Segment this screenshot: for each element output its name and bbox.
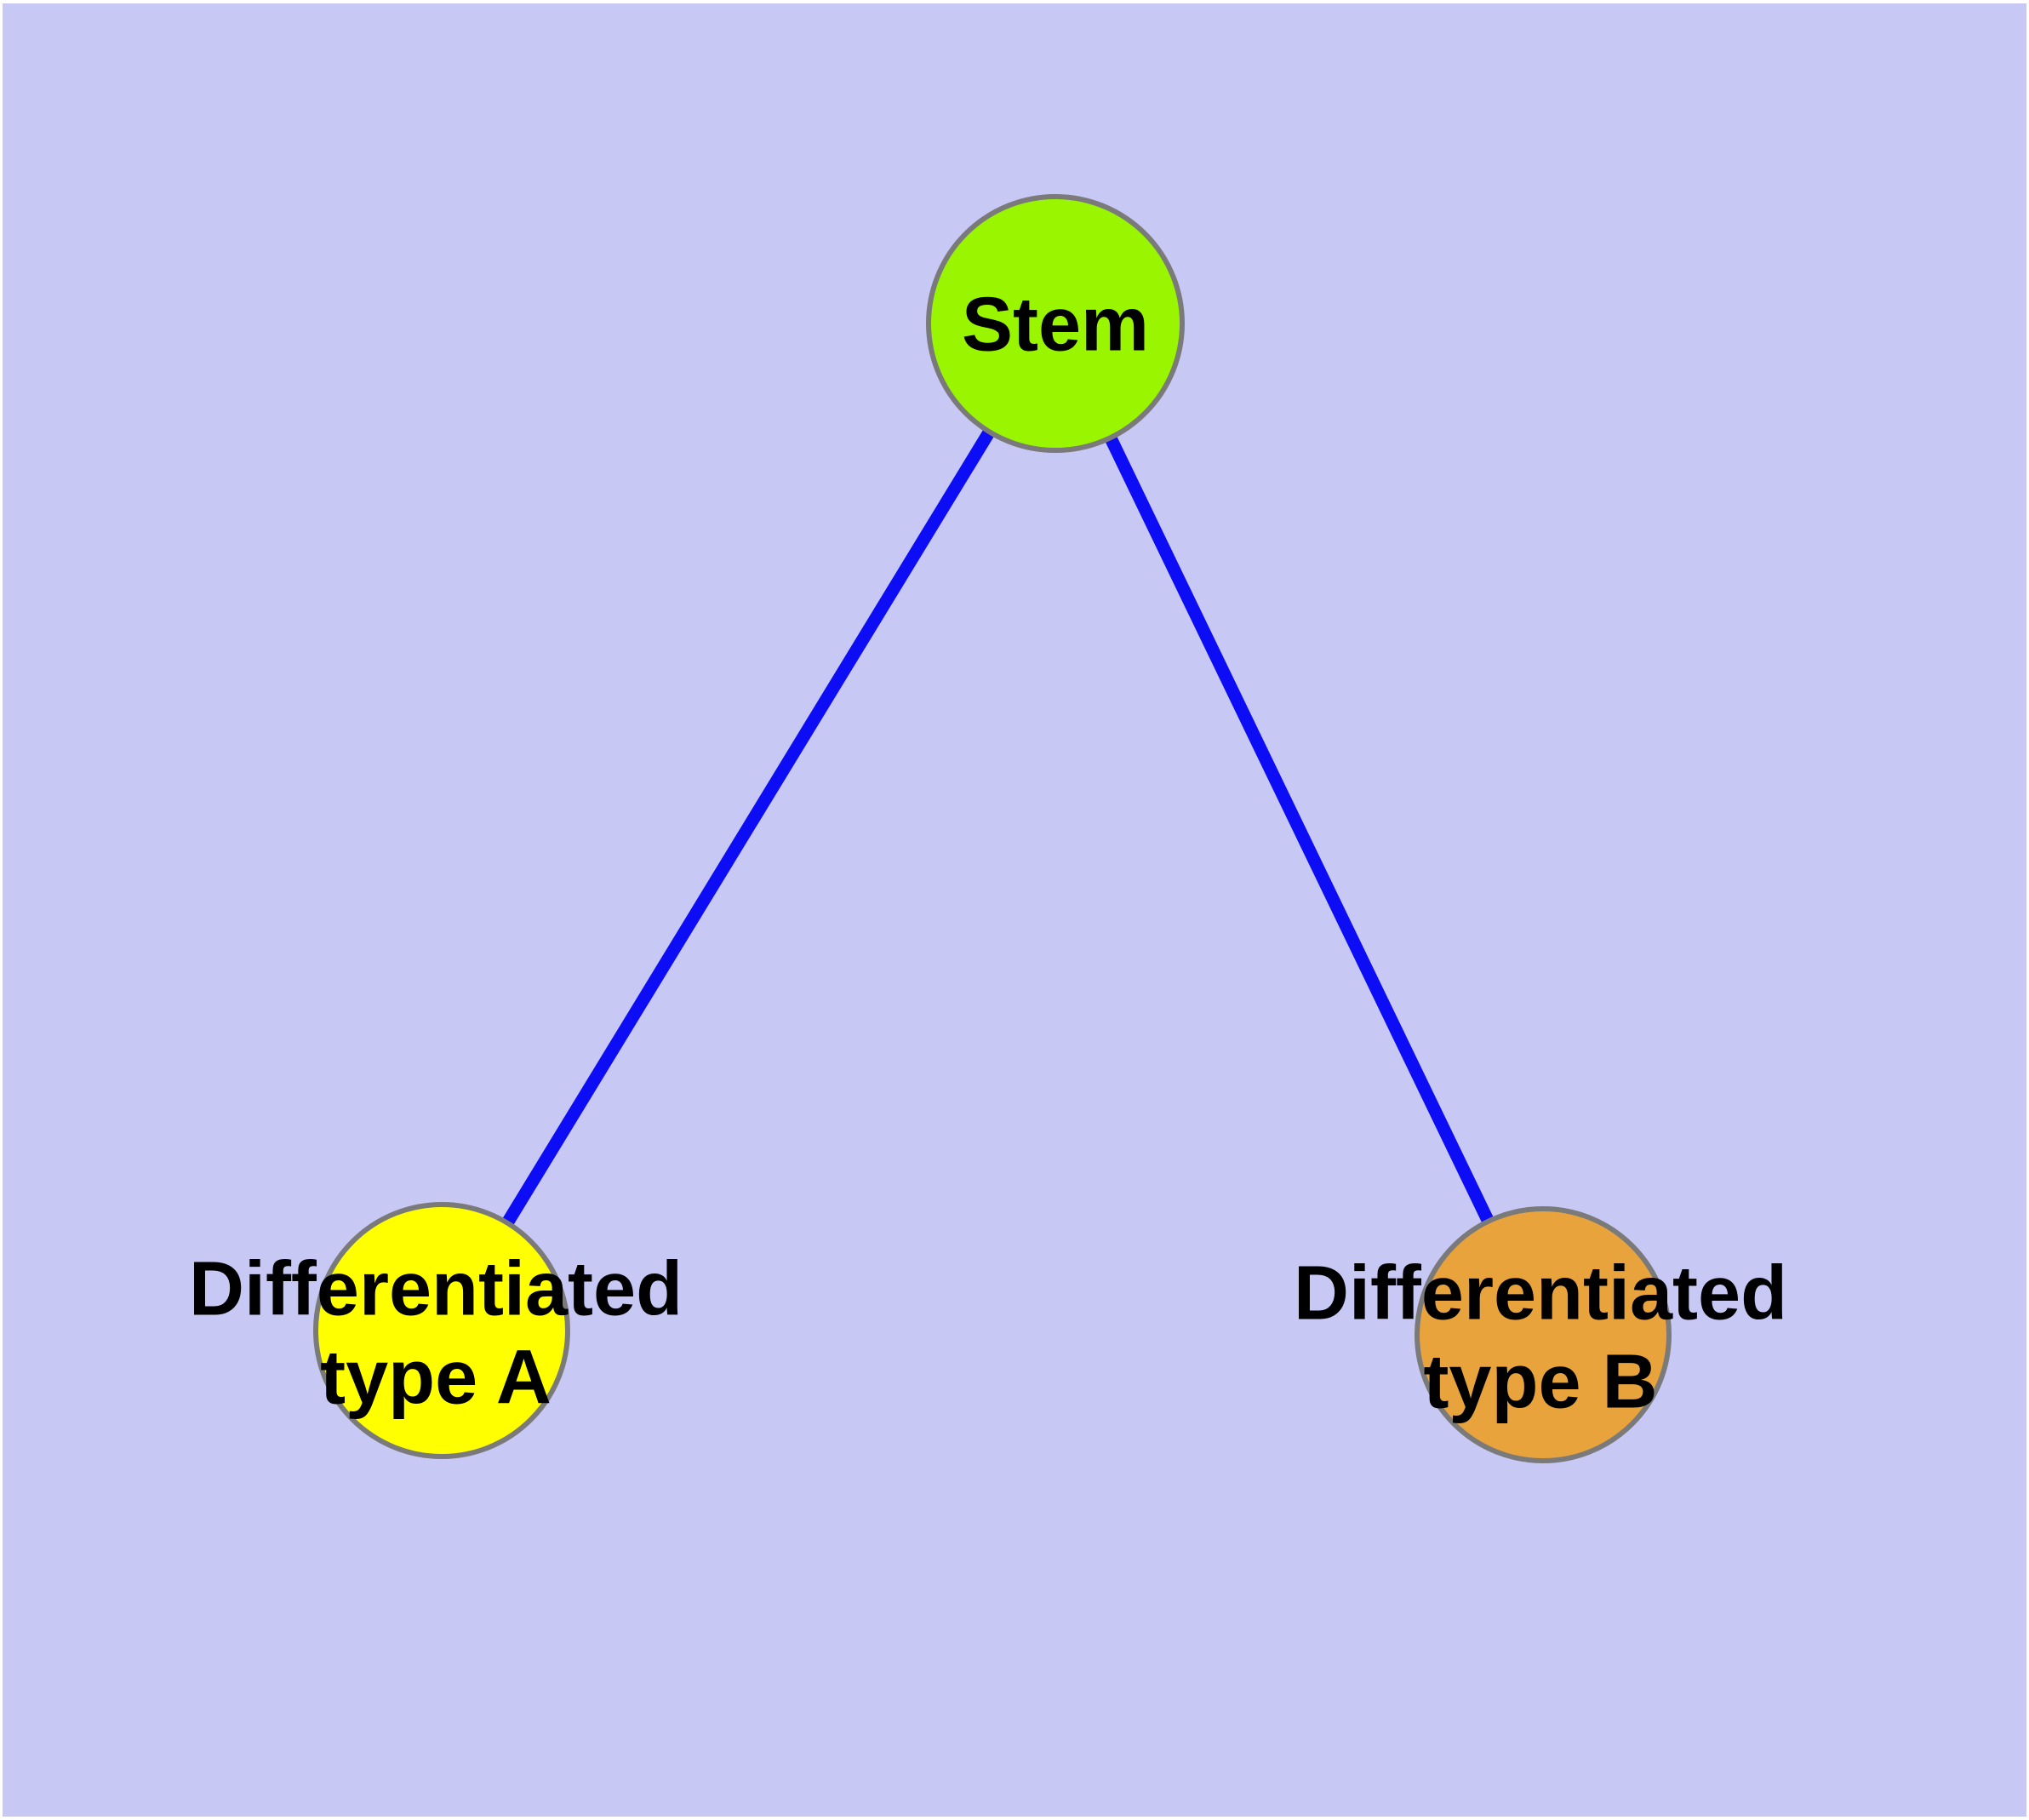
node-type-b-circle	[1415, 1206, 1672, 1463]
edge-stem-to-type-b	[1049, 320, 1549, 1338]
node-type-a-circle	[313, 1202, 570, 1459]
node-stem-circle	[926, 194, 1185, 453]
edge-stem-to-type-a	[436, 320, 1061, 1334]
node-label-type-b: Differentiated type B	[1293, 1251, 1788, 1425]
node-label-type-a: Differentiated type A	[188, 1246, 683, 1421]
node-label-stem: Stem	[961, 282, 1150, 368]
